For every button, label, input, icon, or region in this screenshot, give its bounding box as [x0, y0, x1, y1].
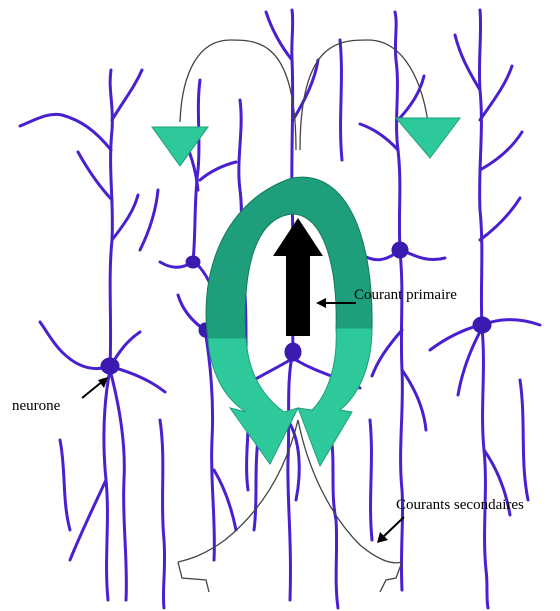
- field-arrowhead-right: [396, 118, 460, 158]
- right-neuron: [430, 10, 540, 608]
- pointer-neuron: [82, 381, 103, 398]
- label-primary-current: Courant primaire: [354, 287, 457, 303]
- soma-right-mid: [392, 242, 408, 258]
- current-loop-lower-right: [298, 328, 372, 466]
- soma-left: [101, 358, 119, 374]
- field-line-bottom-left-end: [178, 562, 209, 592]
- current-loop-lower-left: [208, 338, 298, 464]
- neuron-network: [20, 10, 540, 608]
- pointer-primary-head: [316, 298, 326, 308]
- field-line-bottom-right-end: [380, 562, 402, 592]
- soma-left-mid: [186, 256, 200, 268]
- label-neuron: neurone: [12, 398, 61, 414]
- label-secondary-currents: Courants secondaires: [396, 497, 524, 513]
- primary-arrow-shape: [273, 218, 323, 336]
- soma-right: [473, 317, 491, 333]
- soma-central: [285, 343, 301, 361]
- left-neuron: [20, 70, 165, 600]
- primary-current-arrow: [273, 218, 323, 336]
